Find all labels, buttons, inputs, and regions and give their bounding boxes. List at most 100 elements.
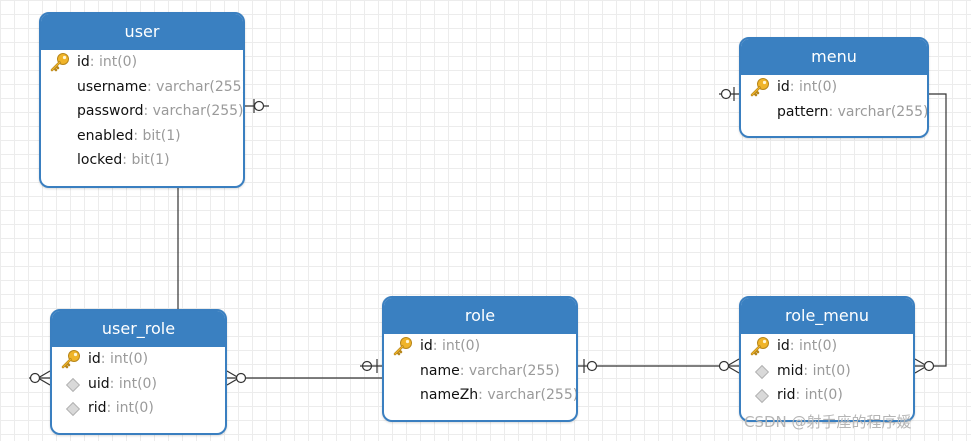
field-row: id: int(0)	[741, 75, 927, 100]
diamond-icon	[65, 377, 81, 392]
field-row: name: varchar(255)	[384, 359, 576, 384]
field-type: varchar(255)	[468, 362, 560, 379]
field-label: id: int(0)	[777, 334, 837, 359]
field-label: password: varchar(255)	[77, 99, 244, 124]
primary-key-icon	[749, 336, 771, 356]
field-row: uid: int(0)	[52, 372, 225, 397]
field-name: id	[77, 54, 90, 70]
field-separator: :	[100, 351, 110, 367]
field-type: int(0)	[109, 351, 149, 367]
field-label: username: varchar(255)	[77, 75, 245, 100]
field-name: name	[420, 362, 460, 379]
entity-title: role_menu	[741, 298, 913, 334]
one-marker-circle	[720, 88, 732, 100]
field-type: varchar(255)	[487, 387, 578, 403]
field-label: rid: int(0)	[88, 396, 154, 421]
field-name: pattern	[777, 103, 829, 120]
field-name: rid	[777, 387, 796, 403]
field-label: rid: int(0)	[777, 383, 843, 408]
field-label: pattern: varchar(255)	[777, 100, 929, 125]
diamond-icon	[65, 401, 81, 417]
crow-foot-top	[37, 370, 51, 379]
field-label: mid: int(0)	[777, 359, 851, 384]
many-marker-circle	[923, 360, 935, 372]
entity-title: user_role	[52, 311, 225, 347]
primary-key-icon	[392, 336, 414, 356]
field-separator: :	[789, 338, 799, 354]
field-type: varchar(255)	[156, 78, 245, 95]
field-separator: :	[459, 362, 469, 379]
field-name: enabled	[77, 127, 134, 144]
field-name: id	[88, 351, 101, 367]
field-label: name: varchar(255)	[420, 359, 560, 384]
field-type: bit(1)	[142, 127, 181, 144]
field-separator: :	[122, 152, 132, 168]
field-row: id: int(0)	[741, 334, 913, 359]
field-name: id	[777, 79, 790, 95]
field-label: locked: bit(1)	[77, 148, 170, 173]
field-separator: :	[89, 54, 99, 70]
field-label: id: int(0)	[420, 334, 480, 359]
field-row: password: varchar(255)	[41, 99, 243, 124]
many-marker-circle	[718, 360, 730, 372]
field-type: int(0)	[441, 338, 481, 354]
field-name: id	[777, 338, 790, 354]
field-row: username: varchar(255)	[41, 75, 243, 100]
diamond-icon	[754, 364, 770, 379]
field-label: id: int(0)	[88, 347, 148, 372]
field-type: int(0)	[812, 362, 851, 379]
field-name: locked	[77, 152, 123, 168]
field-separator: :	[109, 375, 119, 392]
field-name: rid	[88, 400, 107, 416]
field-label: enabled: bit(1)	[77, 124, 181, 149]
one-marker-circle	[253, 100, 265, 112]
field-separator: :	[432, 338, 442, 354]
field-label: nameZh: varchar(255)	[420, 383, 578, 408]
field-row: nameZh: varchar(255)	[384, 383, 576, 408]
field-type: varchar(255)	[837, 103, 929, 120]
field-type: int(0)	[798, 79, 838, 95]
field-separator: :	[143, 103, 153, 119]
field-separator: :	[803, 362, 813, 379]
field-type: int(0)	[798, 338, 838, 354]
field-row: rid: int(0)	[52, 396, 225, 421]
field-name: password	[77, 103, 144, 119]
field-separator: :	[478, 387, 488, 403]
field-name: uid	[88, 375, 110, 392]
field-type: int(0)	[804, 387, 843, 403]
crow-foot-bottom	[37, 377, 51, 386]
field-label: id: int(0)	[77, 50, 137, 75]
field-name: mid	[777, 362, 804, 379]
field-name: nameZh	[420, 387, 479, 403]
field-label: uid: int(0)	[88, 372, 157, 397]
field-label: id: int(0)	[777, 75, 837, 100]
field-row: id: int(0)	[41, 50, 243, 75]
field-type: int(0)	[98, 54, 138, 70]
entity-title: menu	[741, 39, 927, 75]
many-marker-circle	[29, 372, 41, 384]
field-type: varchar(255)	[152, 103, 244, 119]
field-type: int(0)	[115, 400, 154, 416]
many-marker-circle	[235, 372, 247, 384]
field-separator: :	[828, 103, 838, 120]
crow-foot-top	[726, 358, 740, 367]
field-separator: :	[789, 79, 799, 95]
entity-title: user	[41, 14, 243, 50]
entity-title: role	[384, 298, 576, 334]
primary-key-icon	[49, 52, 71, 72]
field-row: enabled: bit(1)	[41, 124, 243, 149]
crow-foot-bottom	[726, 365, 740, 374]
primary-key-icon	[60, 349, 82, 369]
field-type: bit(1)	[131, 152, 170, 168]
diamond-icon	[754, 388, 770, 404]
field-separator: :	[106, 400, 116, 416]
field-separator: :	[133, 127, 143, 144]
field-name: username	[77, 78, 147, 95]
